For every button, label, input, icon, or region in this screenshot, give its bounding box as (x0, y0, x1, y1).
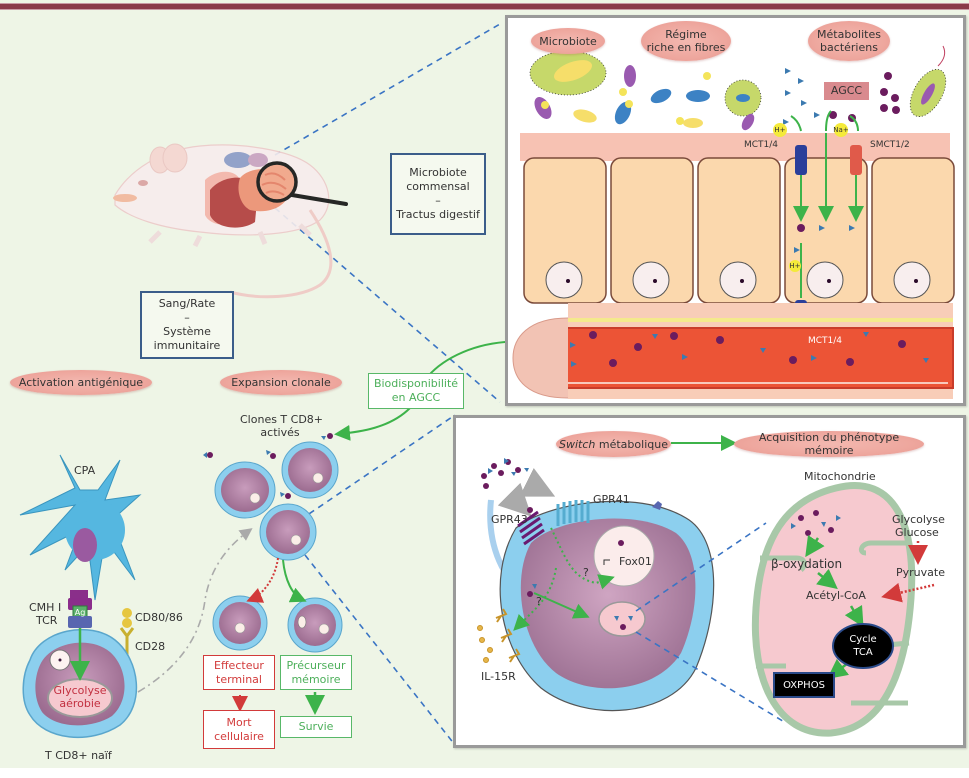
zoom-link-cell-top (299, 414, 456, 521)
clones-label: Clones T CD8+ activés (240, 413, 324, 439)
memory-precursor-box: Précurseur mémoire (280, 655, 352, 690)
il15r-label: IL-15R (481, 670, 516, 683)
naive-t-label: T CD8+ naïf (45, 749, 112, 762)
gpr41-label: GPR41 (593, 493, 630, 506)
cell-nuclei (545, 261, 931, 299)
apc-label: CPA (74, 464, 96, 477)
mct14-apical (795, 145, 807, 175)
blood-butyrate (589, 331, 906, 367)
tcr-receptor (68, 616, 92, 628)
precursor-cell (287, 597, 343, 653)
memory-illustration (477, 435, 935, 737)
scfa-molecules-clones (203, 433, 333, 499)
blood-scfa (570, 332, 929, 367)
bioavailability-arrow (334, 407, 411, 441)
pyruvate-label: Pyruvate (896, 566, 945, 579)
beta-oxidation-label: β-oxydation (771, 557, 843, 571)
mhc-label: CMH I (29, 601, 62, 614)
top-rule (0, 3, 969, 10)
smct12-apical (850, 145, 862, 175)
pill-acquisition-memoire: Acquisition du phénotype mémoire (734, 431, 924, 457)
gut-illustration (512, 45, 955, 399)
mito-title: Mitochondrie (804, 470, 876, 483)
foxo1-label: Fox01 (619, 555, 652, 568)
mct14-basal-label: MCT1/4 (808, 336, 843, 346)
small-mitochondrion (598, 601, 646, 637)
switch-word: Switch (559, 437, 596, 451)
cd28-label: CD28 (135, 640, 166, 653)
tca-cycle (832, 623, 894, 669)
info-box-immune: Sang/Rate – Système immunitaire (140, 291, 234, 359)
mouse-illustration (113, 143, 348, 299)
oxphos-label: OXPHOS (783, 680, 825, 691)
clone-cell-1 (214, 461, 276, 519)
gpr43-label: GPR43 (491, 513, 528, 526)
microbiota-bacteria (529, 45, 947, 131)
pill-activation-antigenique: Activation antigénique (10, 370, 152, 395)
effector-terminal-box: Effecteur terminal (203, 655, 275, 690)
info-box-microbiote: Microbiote commensal – Tractus digestif (390, 153, 486, 235)
agcc-label: AGCC (830, 84, 863, 97)
differentiation-path (137, 528, 253, 693)
question-mark-1: ? (583, 566, 589, 579)
naive-t-cell (22, 628, 138, 738)
epithelial-cells (523, 157, 955, 304)
tcr-label: TCR (36, 614, 58, 627)
glycolysis-label: Glycolyse (892, 513, 945, 526)
agcc-label-box (824, 82, 869, 100)
gpr43-receptor (517, 510, 545, 546)
extracellular-scfa (481, 458, 529, 489)
zoom-link-gut-top (274, 23, 501, 156)
il15r-receptors (477, 608, 521, 663)
glycolysis-aerobic-label: Glycolyse aérobie (53, 684, 107, 710)
nucleus-foxo1 (593, 525, 655, 587)
zoom-link-gut-bottom (274, 207, 501, 403)
h-plus-label: H+ (774, 126, 786, 134)
effector-arrow (246, 557, 279, 603)
pill-switch-metabolique: Switch métabolique (556, 431, 671, 457)
bioavailability-box: Biodisponibilité en AGCC (368, 373, 464, 409)
gpr41-receptor (556, 500, 590, 526)
glucose-label: Glucose (895, 526, 939, 539)
clone-cell-3 (259, 503, 317, 561)
acetyl-coa-label: Acétyl-CoA (806, 589, 866, 602)
pill-microbiote: Microbiote (531, 28, 605, 54)
smct12-label: SMCT1/2 (870, 140, 910, 150)
pill-expansion-clonale: Expansion clonale (220, 370, 342, 395)
effector-cell (212, 595, 268, 651)
cell-death-box: Mort cellulaire (203, 710, 275, 749)
clone-cell-2 (281, 441, 339, 499)
ag-label: Ag (74, 608, 86, 617)
cd80-label: CD80/86 (135, 611, 183, 624)
precursor-arrow (282, 559, 307, 603)
h-plus-basal-label: H+ (789, 262, 801, 270)
zoom-link-cell-bottom (304, 554, 456, 746)
oxphos-box (773, 672, 835, 698)
na-plus-label: Na+ (833, 126, 849, 134)
cd28-receptor (119, 627, 135, 655)
mct14-apical-label: MCT1/4 (744, 140, 779, 150)
question-mark-2: ? (536, 595, 542, 608)
memory-panel: Switch métabolique Acquisition du phénot… (453, 415, 966, 748)
apc-cell (19, 454, 142, 601)
survival-box: Survie (280, 716, 352, 738)
